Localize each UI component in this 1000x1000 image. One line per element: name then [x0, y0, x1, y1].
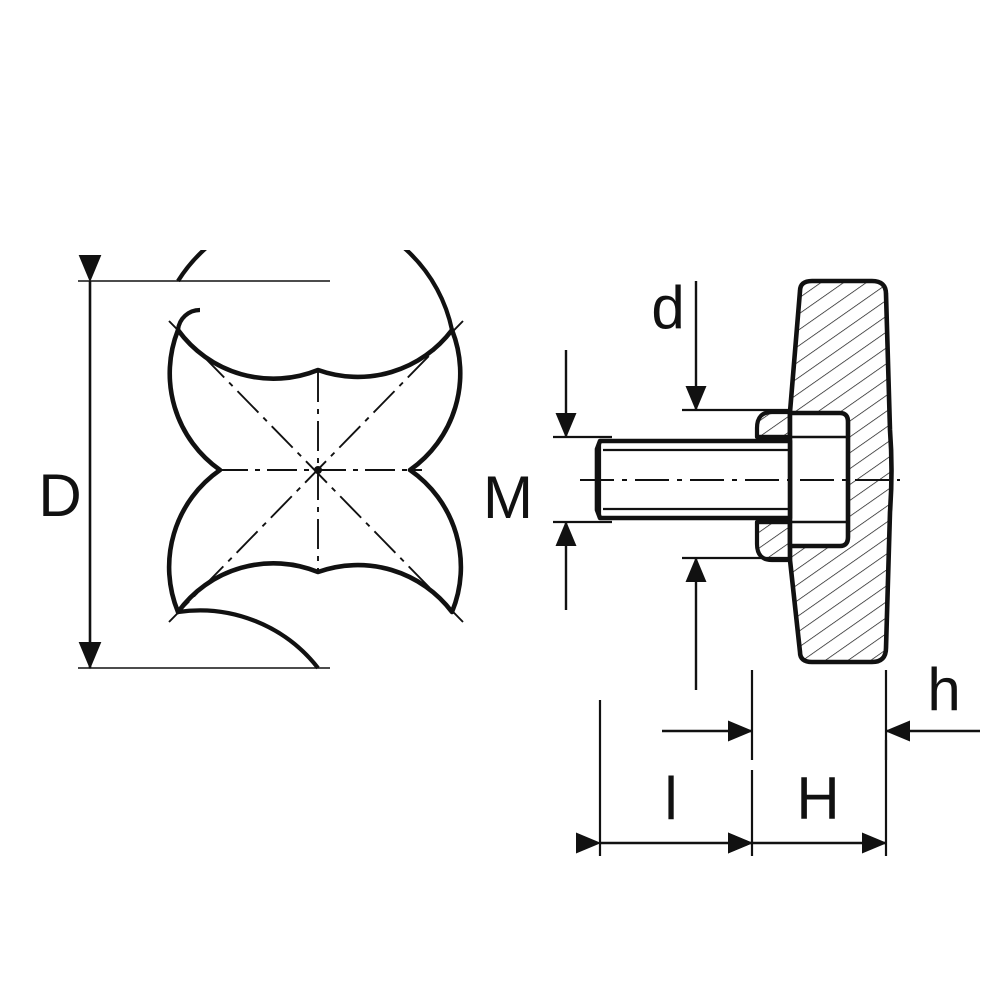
dimension-h: h — [662, 656, 980, 760]
front-view: D — [38, 250, 464, 670]
dimension-H-label: H — [796, 765, 839, 832]
dimension-l-label: l — [664, 765, 677, 832]
dimension-M-label: M — [483, 464, 533, 531]
front-knob-body — [166, 250, 464, 670]
front-lobe-tip-tl — [175, 307, 201, 331]
dimension-l: l — [575, 700, 754, 856]
dimension-D-label: D — [38, 462, 81, 529]
front-view-center-lines — [168, 320, 464, 623]
knob-boss-upper — [754, 409, 793, 440]
dimension-d: d — [651, 274, 790, 690]
dimension-M: M — [483, 350, 612, 610]
knob-boss-lower — [754, 519, 793, 563]
dimension-D: D — [38, 254, 330, 670]
dimension-h-label: h — [927, 656, 960, 723]
front-center-point — [314, 466, 322, 474]
front-lower-sweep-arc — [177, 608, 320, 670]
dimension-H: H — [727, 740, 888, 856]
dimension-d-label: d — [651, 274, 684, 341]
front-upper-sweep-arc — [176, 250, 455, 331]
section-view: M d h l — [483, 274, 980, 856]
